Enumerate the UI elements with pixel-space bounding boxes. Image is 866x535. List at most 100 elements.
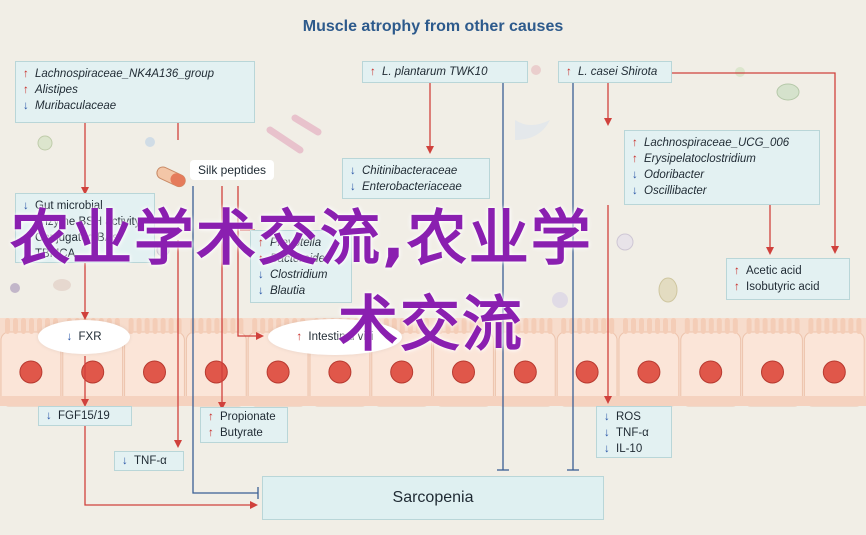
microvillus bbox=[724, 318, 730, 334]
microvillus bbox=[547, 318, 553, 334]
microvillus bbox=[762, 318, 768, 334]
microvillus bbox=[671, 318, 676, 334]
up-arrow-icon: ↑ bbox=[23, 232, 29, 244]
down-arrow-icon: ↓ bbox=[23, 200, 29, 212]
up-arrow-icon: ↑ bbox=[23, 68, 29, 80]
microvillus bbox=[663, 318, 668, 334]
sarcopenia-box: Sarcopenia bbox=[262, 476, 604, 520]
microvillus bbox=[144, 318, 150, 334]
cell-nucleus bbox=[266, 360, 290, 384]
microvillus bbox=[708, 318, 714, 334]
cell-nucleus bbox=[143, 360, 166, 384]
label-lachnospiraceae-nk: Lachnospiraceae_NK4A136_group bbox=[35, 68, 215, 80]
label-bacteroides: Bacteroides bbox=[270, 253, 331, 265]
bacteria-icon bbox=[10, 65, 800, 308]
label-lachnospiraceae-ucg: Lachnospiraceae_UCG_006 bbox=[644, 137, 790, 149]
microvillus bbox=[631, 318, 636, 334]
cell-nucleus bbox=[513, 360, 537, 384]
microvillus bbox=[152, 318, 158, 334]
microvillus bbox=[692, 318, 698, 334]
microvillus bbox=[523, 318, 529, 334]
microvillus bbox=[732, 318, 738, 334]
watermark-line-2: 术交流 bbox=[338, 290, 524, 360]
label-odoribacter: Odoribacter bbox=[644, 169, 705, 181]
label-ros: ROS bbox=[616, 411, 641, 423]
up-arrow-icon: ↑ bbox=[632, 153, 638, 165]
microvillus bbox=[778, 318, 784, 334]
microvillus bbox=[214, 318, 220, 334]
down-arrow-icon: ↓ bbox=[23, 100, 29, 112]
microvillus bbox=[856, 318, 862, 334]
microvillus bbox=[507, 318, 513, 334]
box-ros: ↓ROS ↓TNF-α ↓IL-10 bbox=[596, 406, 672, 458]
microvillus bbox=[469, 318, 475, 334]
microvillus bbox=[746, 318, 752, 334]
box-prevotella: ↑Prevotella ↑Bacteroides ↓Clostridium ↓B… bbox=[250, 230, 352, 303]
cell-nucleus bbox=[328, 360, 352, 384]
microvillus bbox=[238, 318, 244, 334]
up-arrow-icon: ↑ bbox=[208, 411, 214, 423]
label-blautia: Blautia bbox=[270, 285, 306, 297]
microvillus bbox=[477, 318, 483, 334]
microvillus bbox=[252, 318, 258, 334]
box-fgf: ↓FGF15/19 bbox=[38, 406, 132, 426]
cell-nucleus bbox=[575, 360, 599, 384]
microvillus bbox=[832, 318, 838, 334]
label-l-casei: L. casei Shirota bbox=[578, 66, 658, 78]
ellipse-fxr: ↓FXR bbox=[38, 320, 130, 354]
microvillus bbox=[29, 318, 34, 334]
up-arrow-icon: ↑ bbox=[734, 281, 740, 293]
microvillus bbox=[585, 318, 591, 334]
blue-connectors bbox=[192, 82, 579, 499]
label-acetic-acid: Acetic acid bbox=[746, 265, 802, 277]
down-arrow-icon: ↓ bbox=[66, 331, 73, 343]
microvillus bbox=[5, 318, 10, 334]
up-arrow-icon: ↑ bbox=[258, 253, 264, 265]
up-arrow-icon: ↑ bbox=[734, 265, 740, 277]
label-sarcopenia: Sarcopenia bbox=[392, 489, 474, 506]
label-chitinibacteraceae: Chitinibacteraceae bbox=[362, 165, 458, 177]
microvillus bbox=[531, 318, 537, 334]
box-acids: ↑ Acetic acid ↑ Isobutyric acid bbox=[726, 258, 850, 300]
microvillus bbox=[816, 318, 822, 334]
red-connectors bbox=[81, 72, 839, 509]
microvillus bbox=[160, 318, 166, 334]
microvillus bbox=[13, 318, 18, 334]
microvillus bbox=[399, 318, 405, 334]
microvillus bbox=[577, 318, 583, 334]
down-arrow-icon: ↓ bbox=[604, 411, 610, 423]
down-arrow-icon: ↓ bbox=[258, 269, 264, 281]
microvillus bbox=[515, 318, 521, 334]
diagram-title: Muscle atrophy from other causes bbox=[302, 18, 564, 35]
microvillus bbox=[168, 318, 174, 334]
box-tnf-left: ↓TNF-α bbox=[114, 451, 184, 471]
down-arrow-icon: ↓ bbox=[122, 455, 128, 467]
microvillus bbox=[786, 318, 792, 334]
label-muribaculaceae: Muribaculaceae bbox=[35, 100, 117, 112]
silk-pill-icon bbox=[156, 166, 186, 188]
microvillus bbox=[222, 318, 228, 334]
up-arrow-icon: ↑ bbox=[566, 66, 572, 78]
microvillus bbox=[808, 318, 814, 334]
label-tbmca: TBMCA bbox=[35, 248, 76, 260]
microvillus bbox=[794, 318, 800, 334]
label-isobutyric-acid: Isobutyric acid bbox=[746, 281, 820, 293]
ellipse-intestinal-villi: ↑Intestinal villi bbox=[268, 319, 402, 355]
microvillus bbox=[639, 318, 644, 334]
up-arrow-icon: ↑ bbox=[632, 137, 638, 149]
cell-nucleus bbox=[452, 360, 475, 384]
microvillus bbox=[260, 318, 266, 334]
microvillus bbox=[601, 318, 607, 334]
microvillus bbox=[230, 318, 236, 334]
up-arrow-icon: ↑ bbox=[208, 427, 214, 439]
microvillus bbox=[824, 318, 830, 334]
microvillus bbox=[684, 318, 690, 334]
down-arrow-icon: ↓ bbox=[632, 185, 638, 197]
label-butyrate: Butyrate bbox=[220, 427, 263, 439]
down-arrow-icon: ↓ bbox=[632, 169, 638, 181]
label-oscillibacter: Oscillibacter bbox=[644, 185, 707, 197]
box-propionate: ↑Propionate ↑Butyrate bbox=[200, 407, 288, 443]
down-arrow-icon: ↓ bbox=[604, 427, 610, 439]
down-arrow-icon: ↓ bbox=[46, 410, 52, 422]
microvillus bbox=[445, 318, 451, 334]
